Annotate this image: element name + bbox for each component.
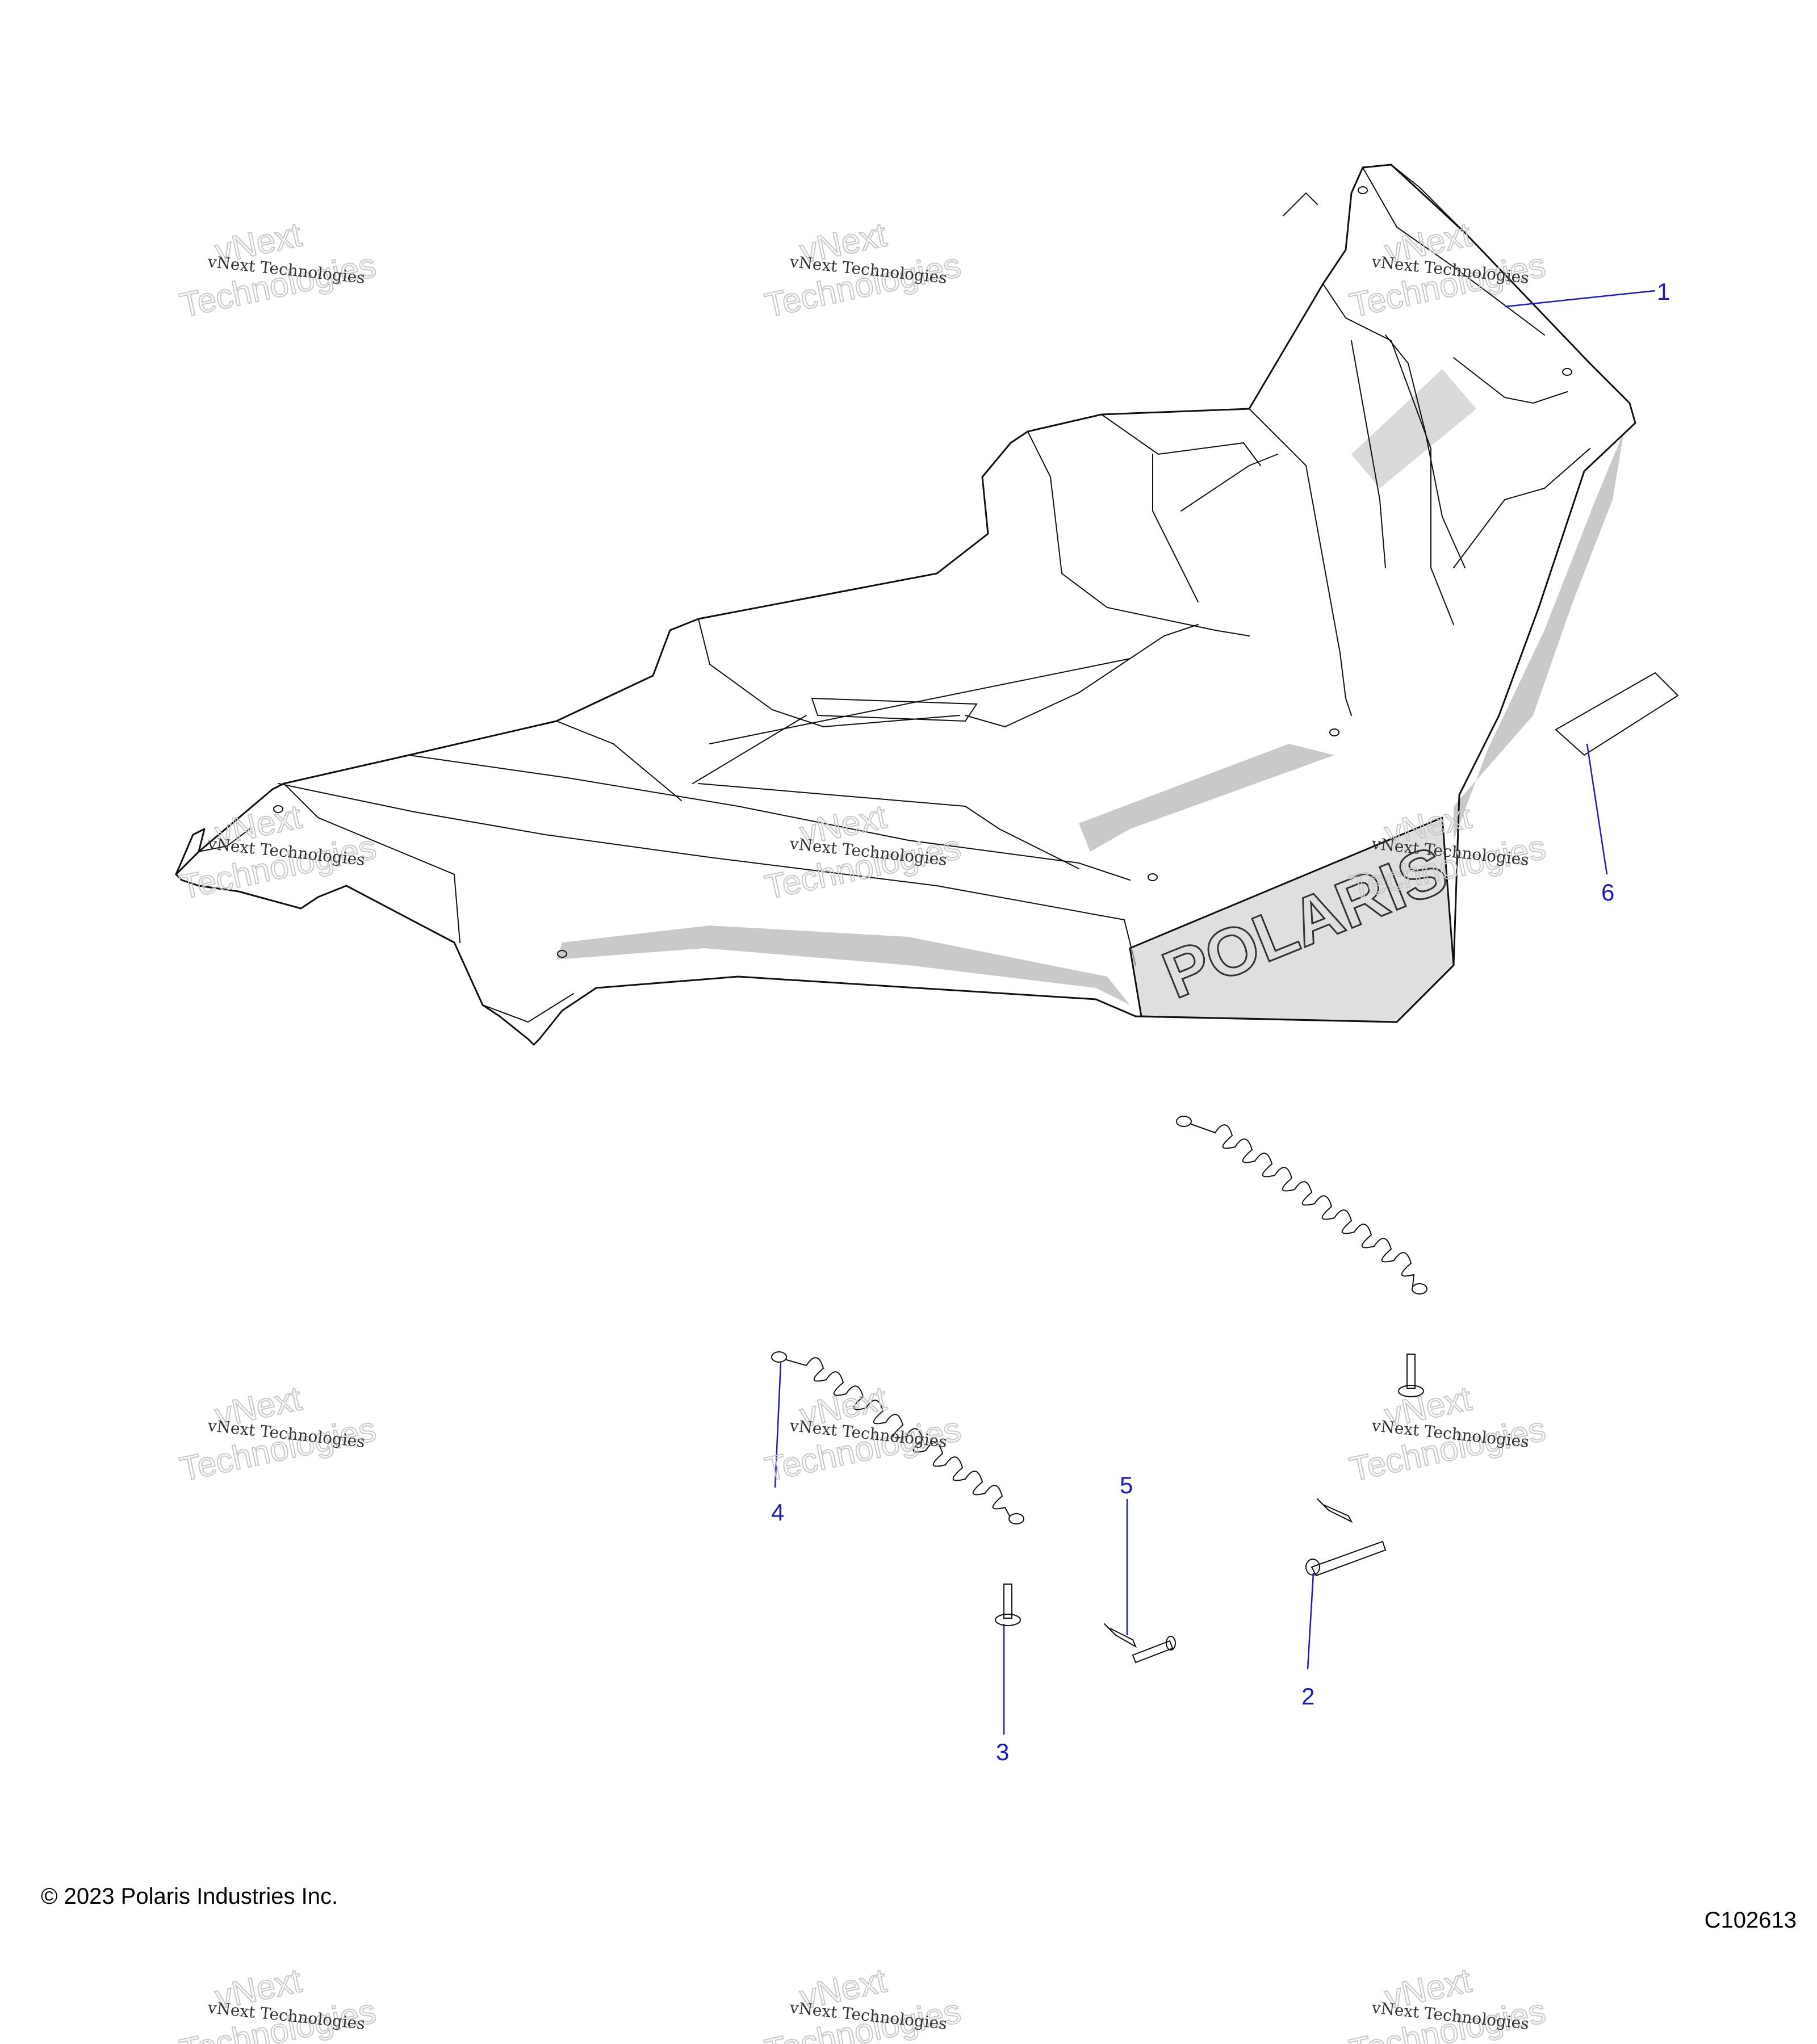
callout-6[interactable]: 6 (1601, 879, 1614, 906)
clevis-pin-left (1132, 1636, 1176, 1664)
clevis-pin-right (1305, 1540, 1387, 1577)
callout-5[interactable]: 5 (1120, 1472, 1133, 1498)
callout-1[interactable]: 1 (1657, 278, 1670, 305)
callout-3[interactable]: 3 (996, 1739, 1009, 1765)
callout-leaders (774, 290, 1656, 1735)
figure-id: C102613 (1704, 1908, 1797, 1933)
callout-4[interactable]: 4 (771, 1499, 784, 1526)
pin-upper-right (1398, 1354, 1424, 1397)
pin-lower-left (995, 1584, 1021, 1626)
copyright-notice: © 2023 Polaris Industries Inc. (41, 1884, 338, 1909)
watermarks: vNext Technologies vNext Technologies vN… (176, 215, 1550, 2044)
upper-tether (1176, 1116, 1427, 1295)
callout-2[interactable]: 2 (1301, 1683, 1314, 1710)
hair-pin-left (1104, 1623, 1137, 1648)
hair-pin-right (1317, 1498, 1353, 1523)
decal (1555, 672, 1679, 756)
lower-tether (771, 1351, 1024, 1524)
